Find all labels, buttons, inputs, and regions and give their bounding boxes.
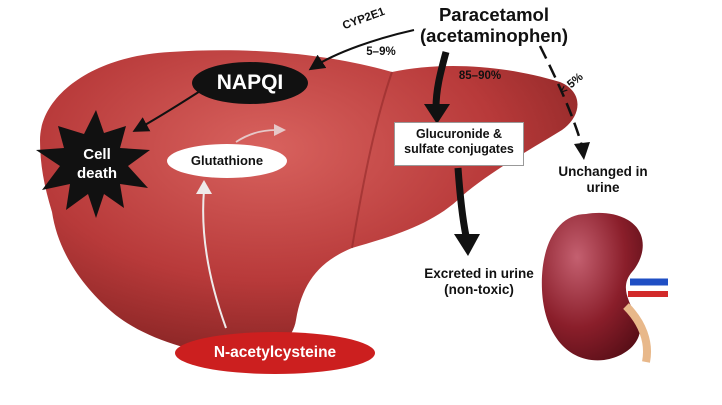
- conjugates-box: Glucuronide & sulfate conjugates: [394, 122, 524, 166]
- arrow-paracetamol-to-napqi: [308, 29, 415, 71]
- liver-lobe-fissure: [351, 71, 393, 249]
- arrow-paracetamol-to-conjugates: [432, 51, 450, 109]
- cell-death-starburst: [36, 110, 150, 218]
- arrow-conjugates-to-excreted: [454, 167, 470, 237]
- arrowhead-excreted: [454, 234, 480, 256]
- n-acetylcysteine-node: N-acetylcysteine: [175, 332, 375, 374]
- arrowhead-glutathione: [196, 180, 212, 194]
- arrowhead-recycle: [274, 124, 286, 136]
- cell-death-label: Cell death: [76, 146, 117, 182]
- napqi-node: NAPQI: [192, 62, 308, 104]
- conjugation-fraction-label: 85–90%: [458, 70, 502, 82]
- paracetamol-label: Paracetamol (acetaminophen): [419, 4, 569, 47]
- arrowhead-conjugates: [424, 104, 450, 124]
- arrow-glutathione-recycle: [235, 129, 277, 143]
- arrow-nac-to-glutathione: [202, 189, 227, 329]
- glutathione-node: Glutathione: [167, 144, 287, 178]
- arrowhead-unchanged: [574, 142, 590, 160]
- excreted-label: Excreted in urine (non-toxic): [424, 266, 534, 297]
- unchanged-label: Unchanged in urine: [558, 164, 648, 195]
- kidney: [541, 212, 643, 361]
- arrow-paracetamol-to-unchanged: [538, 45, 584, 147]
- kidney-ureter: [623, 303, 651, 363]
- oxidation-fraction-label: 5–9%: [366, 46, 396, 58]
